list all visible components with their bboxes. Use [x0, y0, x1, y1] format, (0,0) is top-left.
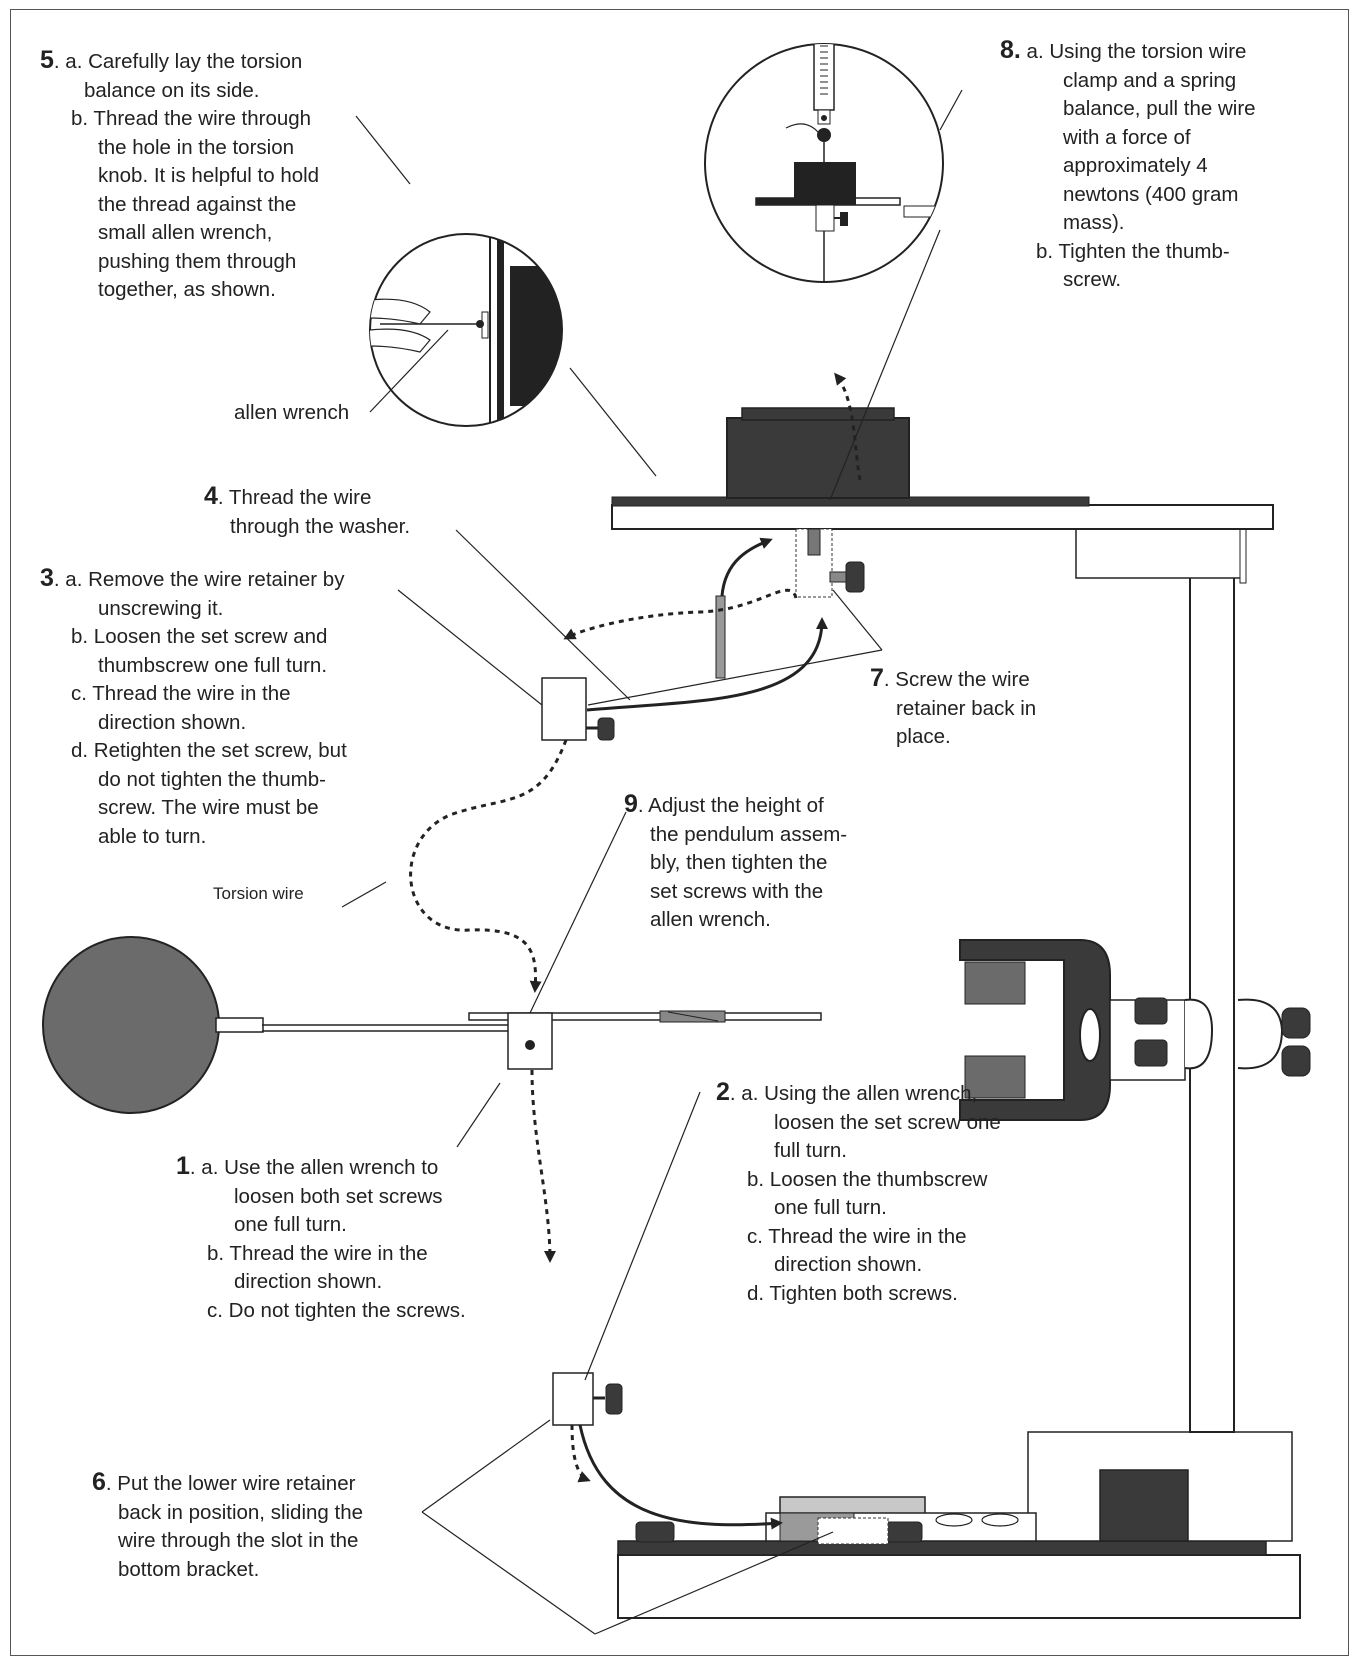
step-line: . a. Remove the wire retainer by — [53, 568, 345, 591]
step-line: c. Thread the wire in the — [71, 682, 291, 705]
step-line: b. Thread the wire through — [71, 107, 312, 130]
step-line: direction shown. — [98, 710, 247, 734]
step-4-text: 4. Thread the wire through the washer. — [204, 482, 410, 541]
base-platform — [617, 1431, 1301, 1619]
step-line: . Thread the wire — [217, 486, 372, 509]
dotted-wire-paths — [409, 372, 862, 1483]
step-line: screw. — [1063, 268, 1122, 291]
step-line: through the washer. — [230, 514, 411, 538]
torsion-wire-label: Torsion wire — [213, 884, 304, 903]
step-5-text: 5. a. Carefully lay the torsion balance … — [40, 46, 319, 305]
step-line: . Put the lower wire retainer — [105, 1472, 356, 1495]
step-3-text: 3. a. Remove the wire retainer by unscre… — [40, 564, 347, 851]
step-line: one full turn. — [774, 1196, 887, 1219]
step-line: d. Tighten both screws. — [747, 1281, 958, 1305]
step-line: back in position, sliding the — [118, 1500, 364, 1524]
step-number: 5 — [40, 46, 54, 74]
step-line: . a. Carefully lay the torsion — [53, 50, 303, 73]
step-line: one full turn. — [234, 1213, 347, 1236]
step-line: approximately 4 — [1063, 154, 1208, 177]
step-line: direction shown. — [774, 1253, 923, 1276]
step-line: b. Thread the wire in the — [207, 1241, 428, 1265]
step-number: 9 — [624, 790, 638, 818]
step-line: mass). — [1063, 211, 1125, 234]
step-number: 7 — [870, 664, 884, 692]
step-line: . a. Using the allen wrench, — [729, 1082, 978, 1105]
upper-wire-retainer — [541, 595, 726, 741]
step-line: d. Retighten the set screw, but — [71, 739, 347, 762]
step-line: . Screw the wire — [883, 668, 1030, 691]
step-number: 1 — [176, 1152, 190, 1180]
step-number: 6 — [92, 1468, 106, 1496]
step-6-text: 6. Put the lower wire retainer back in p… — [92, 1468, 363, 1584]
step-line: . Adjust the height of — [637, 794, 824, 817]
step-line: pushing them through — [98, 249, 297, 273]
vertical-post — [1075, 521, 1247, 1433]
step-line: knob. It is helpful to hold — [98, 164, 320, 187]
step-line: b. Tighten the thumb- — [1036, 239, 1230, 263]
step-line: place. — [896, 725, 951, 748]
diagram-border — [10, 9, 1349, 1656]
step-line: the pendulum assem- — [650, 822, 848, 846]
step-line: thumbscrew one full turn. — [98, 653, 328, 677]
step-line: . a. Use the allen wrench to — [189, 1156, 439, 1179]
inset-knob-detail — [369, 233, 563, 427]
magnet-clamp — [959, 939, 1311, 1121]
lower-wire-retainer — [552, 1372, 623, 1426]
step-line: b. Loosen the thumbscrew — [747, 1167, 988, 1191]
inset-spring-balance-detail — [704, 43, 944, 283]
allen-wrench-label: allen wrench — [234, 401, 350, 424]
solid-wire-paths — [578, 537, 828, 1530]
step-2-text: 2. a. Using the allen wrench, loosen the… — [716, 1078, 1001, 1308]
step-line: do not tighten the thumb- — [98, 767, 326, 791]
step-1-text: 1. a. Use the allen wrench to loosen bot… — [176, 1152, 466, 1325]
pendulum-assembly — [42, 936, 822, 1114]
step-line: balance on its side. — [84, 78, 260, 102]
step-line: the hole in the torsion — [98, 135, 295, 159]
step-line: c. Thread the wire in the — [747, 1224, 967, 1248]
step-line: loosen both set screws — [234, 1184, 443, 1208]
step-line: b. Loosen the set screw and — [71, 625, 328, 648]
step-line: unscrewing it. — [98, 596, 224, 620]
step-line: screw. The wire must be — [98, 796, 319, 819]
step-line: small allen wrench, — [98, 221, 273, 244]
step-number: 2 — [716, 1078, 730, 1106]
step-line: with a force of — [1063, 125, 1191, 149]
step-line: balance, pull the wire — [1063, 97, 1256, 120]
step-7-text: 7. Screw the wire retainer back in place… — [870, 664, 1036, 752]
step-line: set screws with the — [650, 879, 824, 903]
step-line: the thread against the — [98, 192, 297, 216]
step-line: loosen the set screw one — [774, 1110, 1001, 1134]
step-number: 8. — [1000, 36, 1021, 64]
step-line: direction shown. — [234, 1270, 383, 1293]
step-line: clamp and a spring — [1063, 68, 1237, 92]
step-line: bottom bracket. — [118, 1557, 260, 1581]
step-line: a. Using the torsion wire — [1020, 40, 1247, 63]
step-8-text: 8. a. Using the torsion wire clamp and a… — [1000, 36, 1256, 295]
step-line: retainer back in — [896, 696, 1037, 720]
leader-lines — [341, 89, 963, 1635]
step-line: able to turn. — [98, 824, 207, 848]
step-line: newtons (400 gram — [1063, 182, 1239, 206]
step-line: together, as shown. — [98, 278, 276, 301]
step-number: 3 — [40, 564, 54, 592]
step-line: bly, then tighten the — [650, 851, 828, 874]
step-9-text: 9. Adjust the height of the pendulum ass… — [624, 790, 847, 935]
step-line: c. Do not tighten the screws. — [207, 1298, 466, 1322]
top-arm — [611, 407, 1274, 598]
step-line: full turn. — [774, 1139, 847, 1162]
step-line: allen wrench. — [650, 908, 771, 931]
step-line: wire through the slot in the — [118, 1529, 359, 1552]
step-number: 4 — [204, 482, 218, 510]
